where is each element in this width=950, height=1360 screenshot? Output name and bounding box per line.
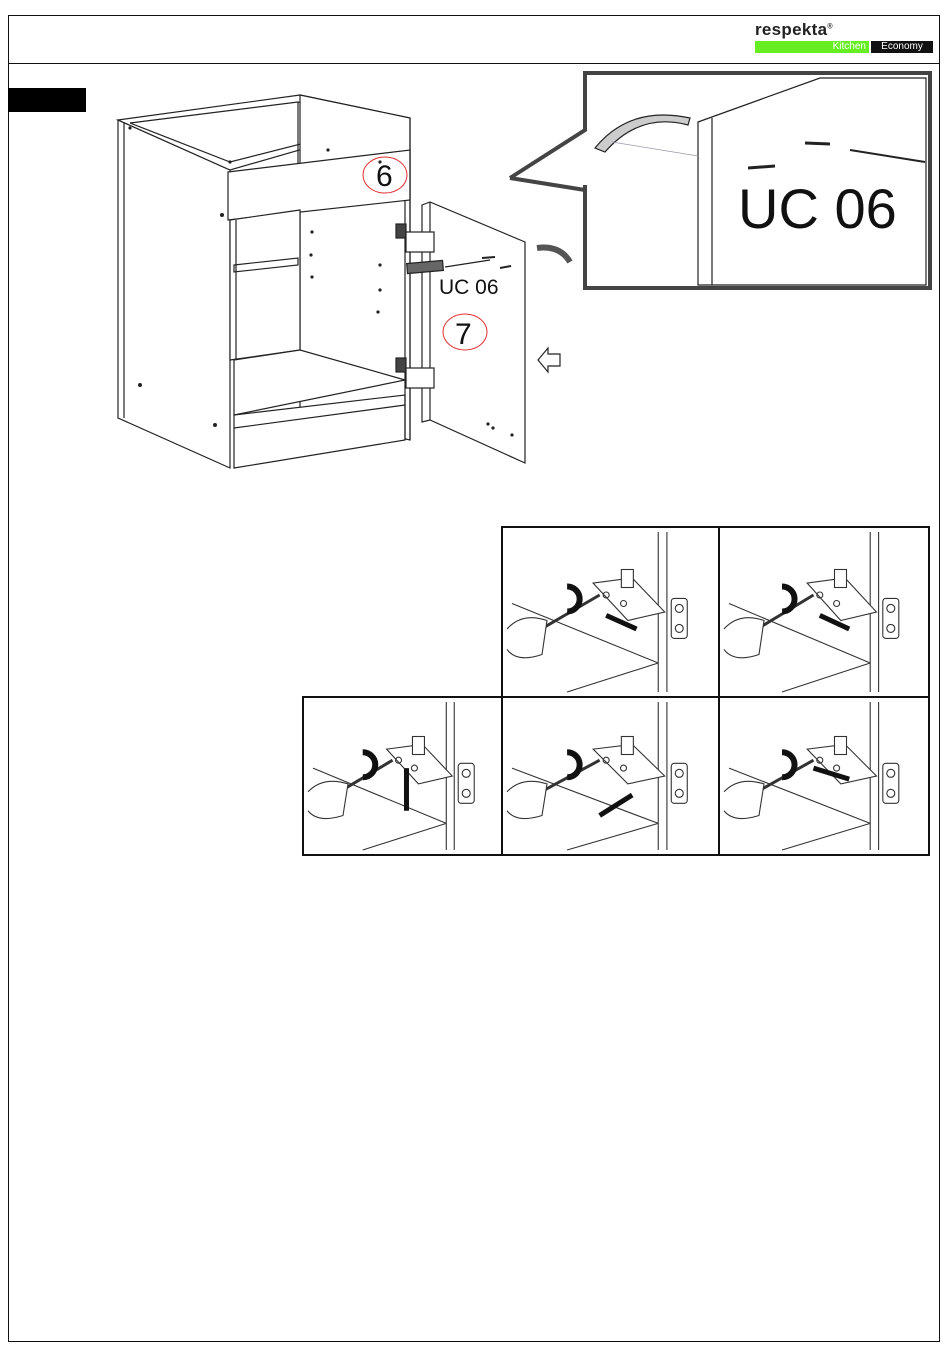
hinge-panel-top-right [724, 532, 899, 692]
hinge-panel-bottom-left [308, 702, 474, 850]
hinge-panel-bottom-right [724, 702, 899, 850]
hinge-panel-top-left [507, 532, 687, 692]
hinge-panel-bottom-middle [507, 702, 687, 850]
